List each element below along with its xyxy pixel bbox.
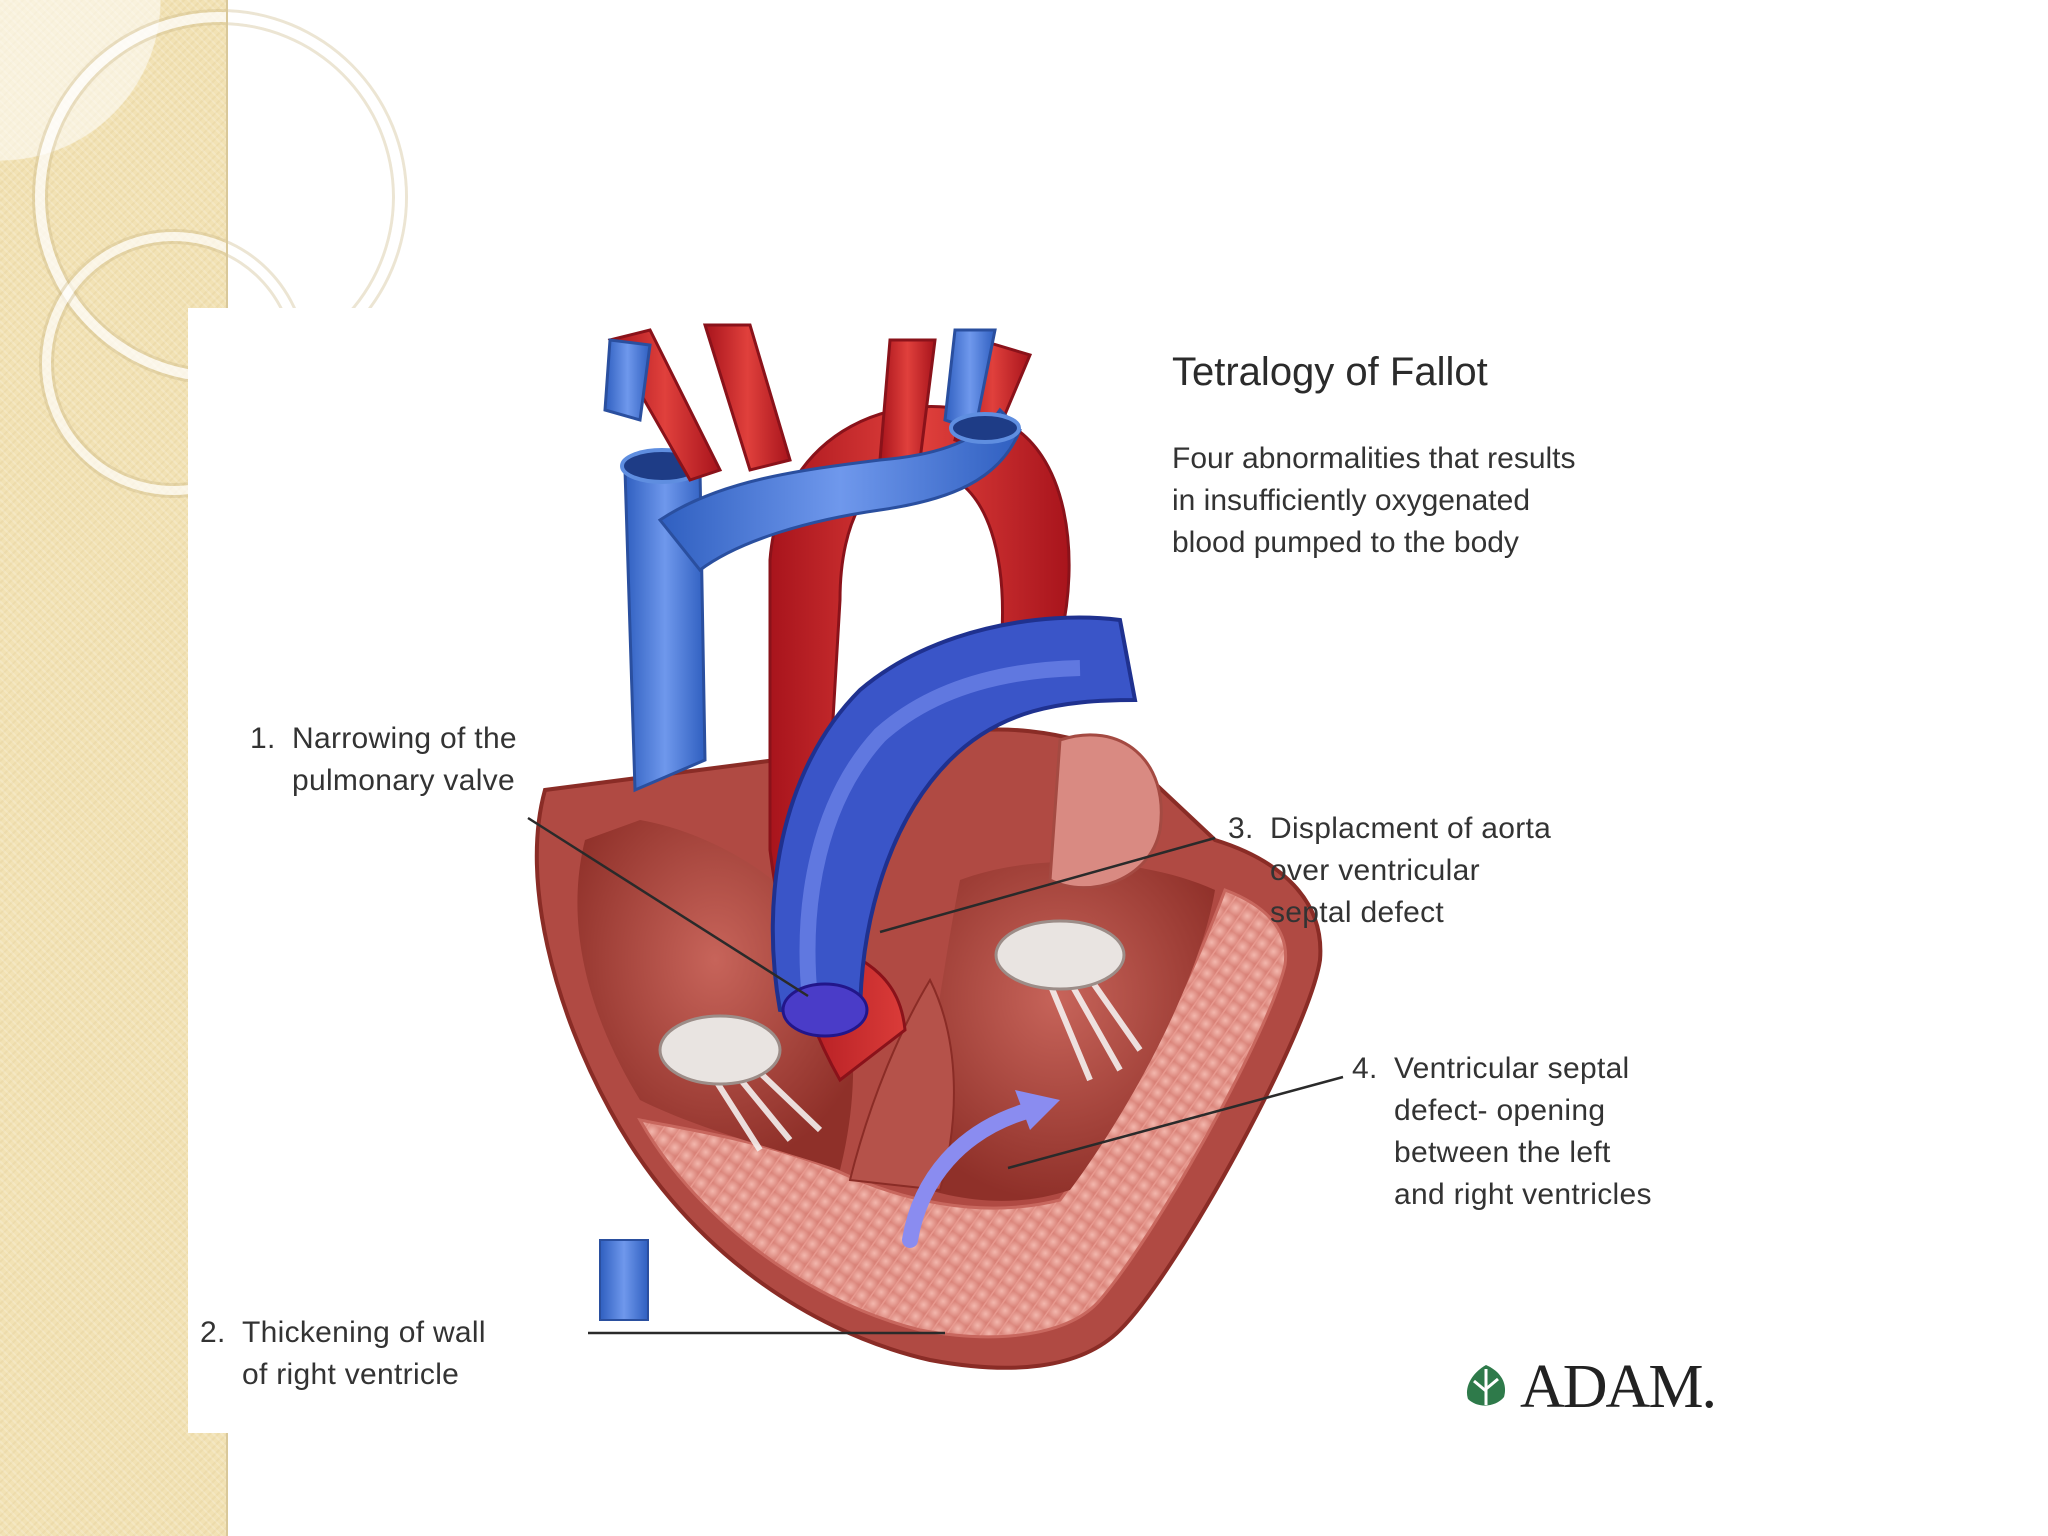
leader-lines <box>527 816 1344 1335</box>
label-text: and right ventricles <box>1394 1178 1652 1211</box>
label-text: Thickening of wall <box>242 1316 486 1349</box>
vsd-flow-arrow <box>902 1102 1038 1248</box>
tricuspid-valve <box>658 1014 782 1086</box>
vein-opening-right <box>949 412 1021 444</box>
label-text: of right ventricle <box>242 1358 460 1391</box>
label-text: defect- opening <box>1394 1094 1606 1127</box>
vsd-arrowhead <box>1015 1090 1060 1130</box>
label-text: septal defect <box>1270 896 1445 929</box>
label-text: Ventricular septal <box>1394 1052 1630 1085</box>
mitral-valve <box>994 919 1126 991</box>
ventricular-wall-muscle <box>637 888 1288 1339</box>
subtitle-line: blood pumped to the body <box>1172 526 1519 559</box>
left-chamber-interior <box>900 861 1215 1201</box>
label-pulmonary-valve: 1. Narrowing of the pulmonary valve <box>250 718 517 802</box>
label-number: 4. <box>1352 1052 1378 1085</box>
subtitle-line: Four abnormalities that results <box>1172 442 1576 475</box>
label-text: over ventricular <box>1270 854 1480 887</box>
label-number: 2. <box>200 1316 226 1349</box>
vein-branch-left <box>603 338 652 422</box>
inferior-vena-cava <box>599 1239 649 1321</box>
label-ventricular-septal-defect: 4. Ventricular septal defect- opening bet… <box>1352 1048 1652 1216</box>
label-right-ventricle-wall: 2. Thickening of wall of right ventricle <box>200 1312 486 1396</box>
label-text: pulmonary valve <box>292 764 515 797</box>
label-number: 1. <box>250 722 276 755</box>
label-text: Displacment of aorta <box>1270 812 1552 845</box>
logo-text: ADAM. <box>1520 1352 1717 1421</box>
label-aorta-displacement: 3.Displacment of aorta over ventricular … <box>1228 808 1551 934</box>
leaf-icon <box>1466 1365 1506 1406</box>
label-text: Narrowing of the <box>292 722 517 755</box>
septum <box>848 977 955 1192</box>
diagram-subtitle: Four abnormalities that results in insuf… <box>1172 438 1576 564</box>
diagram-title: Tetralogy of Fallot <box>1172 350 1488 394</box>
narrowed-pulmonary-valve <box>781 982 869 1038</box>
pulmonary-artery <box>770 615 1138 1023</box>
aorta-branch-2 <box>702 323 792 472</box>
leader-line-4 <box>1007 1075 1344 1170</box>
label-number: 3. <box>1228 812 1254 845</box>
left-atrium <box>1048 733 1163 890</box>
subtitle-line: in insufficiently oxygenated <box>1172 484 1531 517</box>
pulmonary-artery-lumen <box>799 660 1081 1001</box>
adam-logo: ADAM. <box>1460 1352 1717 1422</box>
label-text: between the left <box>1394 1136 1611 1169</box>
leader-line-3 <box>879 836 1216 934</box>
leader-line-1 <box>527 816 809 998</box>
